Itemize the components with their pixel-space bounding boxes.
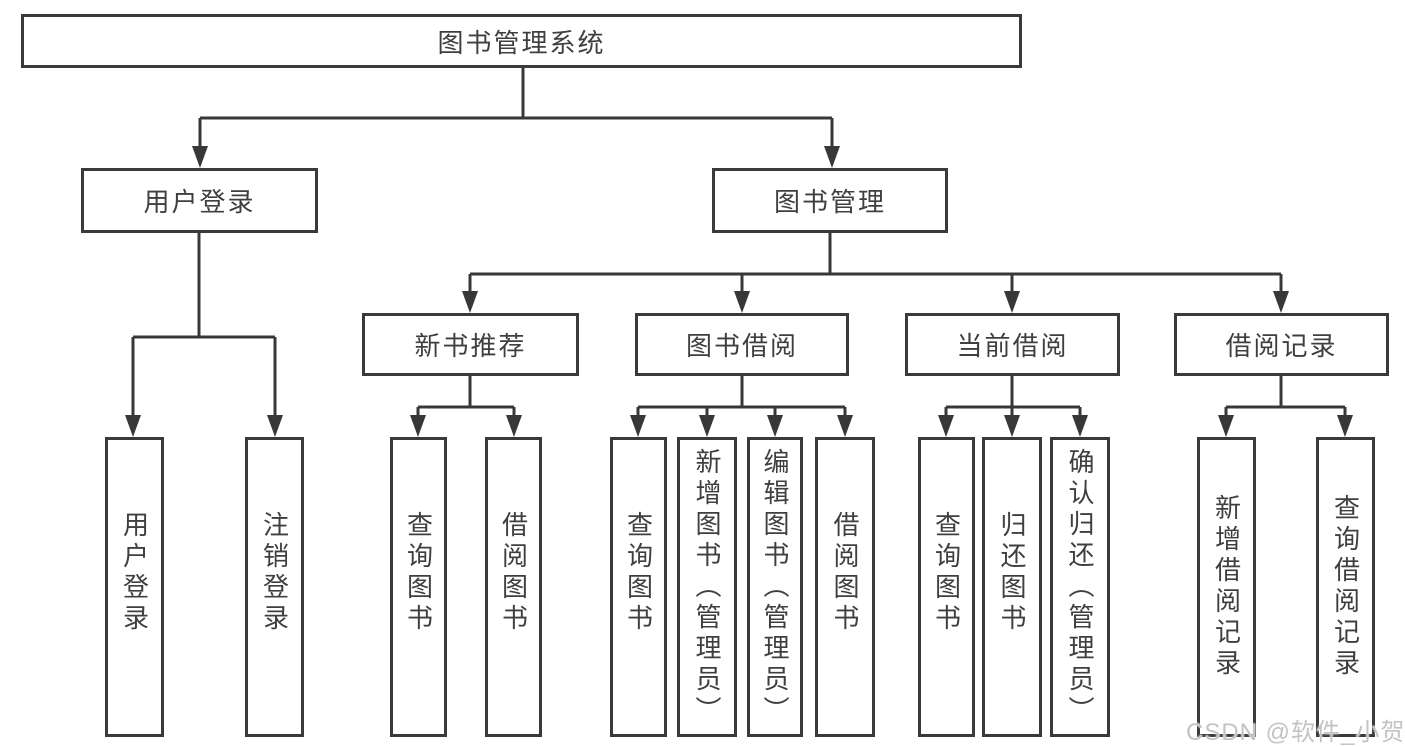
arrowhead-down-icon: [1072, 415, 1088, 437]
node-label: 新增图书（管理员）: [692, 447, 722, 727]
node-label: 查询图书: [403, 511, 434, 635]
node-label: 借阅记录: [1225, 331, 1338, 361]
arrowhead-down-icon: [1273, 291, 1289, 313]
leaf-borrow-books-recommend: 借阅图书: [485, 437, 542, 737]
leaf-return-books: 归还图书: [982, 437, 1042, 737]
node-label: 图书管理: [773, 187, 886, 217]
leaf-borrow-books: 借阅图书: [815, 437, 875, 737]
arrowhead-down-icon: [410, 415, 426, 437]
leaf-edit-books-admin: 编辑图书（管理员）: [747, 437, 803, 737]
node-label: 图书借阅: [685, 331, 798, 361]
arrowhead-down-icon: [824, 146, 840, 168]
arrowhead-down-icon: [837, 415, 853, 437]
leaf-confirm-return-admin: 确认归还（管理员）: [1050, 437, 1110, 737]
leaf-query-borrow-record: 查询借阅记录: [1316, 437, 1375, 737]
node-label: 借阅图书: [498, 511, 529, 635]
leaf-user-login: 用户登录: [105, 437, 164, 737]
node-label: 确认归还（管理员）: [1065, 447, 1095, 727]
arrowhead-down-icon: [1337, 415, 1353, 437]
node-label: 当前借阅: [956, 331, 1069, 361]
arrowhead-down-icon: [1004, 415, 1020, 437]
node-label: 用户登录: [119, 511, 150, 635]
leaf-add-borrow-record: 新增借阅记录: [1197, 437, 1256, 737]
arrowhead-down-icon: [506, 415, 522, 437]
arrowhead-down-icon: [1004, 291, 1020, 313]
node-borrowing-records: 借阅记录: [1174, 313, 1389, 376]
arrowhead-down-icon: [1218, 415, 1234, 437]
leaf-query-books-current: 查询图书: [918, 437, 975, 737]
arrowhead-down-icon: [462, 291, 478, 313]
arrowhead-down-icon: [630, 415, 646, 437]
leaf-add-books-admin: 新增图书（管理员）: [677, 437, 737, 737]
node-new-book-recommendation: 新书推荐: [362, 313, 579, 376]
node-label: 借阅图书: [830, 511, 860, 635]
node-label: 编辑图书（管理员）: [760, 447, 790, 727]
node-label: 新书推荐: [414, 331, 527, 361]
node-label: 查询图书: [623, 511, 654, 635]
csdn-watermark: CSDN @软件_小贺同学: [1186, 719, 1405, 746]
leaf-logout: 注销登录: [245, 437, 304, 737]
node-book-borrowing: 图书借阅: [635, 313, 849, 376]
arrowhead-down-icon: [767, 415, 783, 437]
node-user-login: 用户登录: [81, 168, 318, 233]
node-book-management: 图书管理: [712, 168, 948, 233]
node-label: 用户登录: [143, 187, 256, 217]
node-label: 新增借阅记录: [1211, 494, 1242, 680]
node-library-management-system: 图书管理系统: [21, 14, 1022, 68]
node-current-borrowing: 当前借阅: [905, 313, 1120, 376]
arrowhead-down-icon: [267, 415, 283, 437]
leaf-query-books-borrowing: 查询图书: [610, 437, 667, 737]
arrowhead-down-icon: [125, 415, 141, 437]
arrowhead-down-icon: [192, 146, 208, 168]
arrowhead-down-icon: [734, 291, 750, 313]
leaf-query-books-recommend: 查询图书: [390, 437, 447, 737]
arrowhead-down-icon: [938, 415, 954, 437]
arrowhead-down-icon: [699, 415, 715, 437]
node-label: 图书管理系统: [437, 27, 606, 58]
node-label: 查询借阅记录: [1330, 494, 1361, 680]
node-label: 注销登录: [259, 511, 290, 635]
node-label: 查询图书: [931, 511, 962, 635]
node-label: 归还图书: [997, 511, 1027, 635]
